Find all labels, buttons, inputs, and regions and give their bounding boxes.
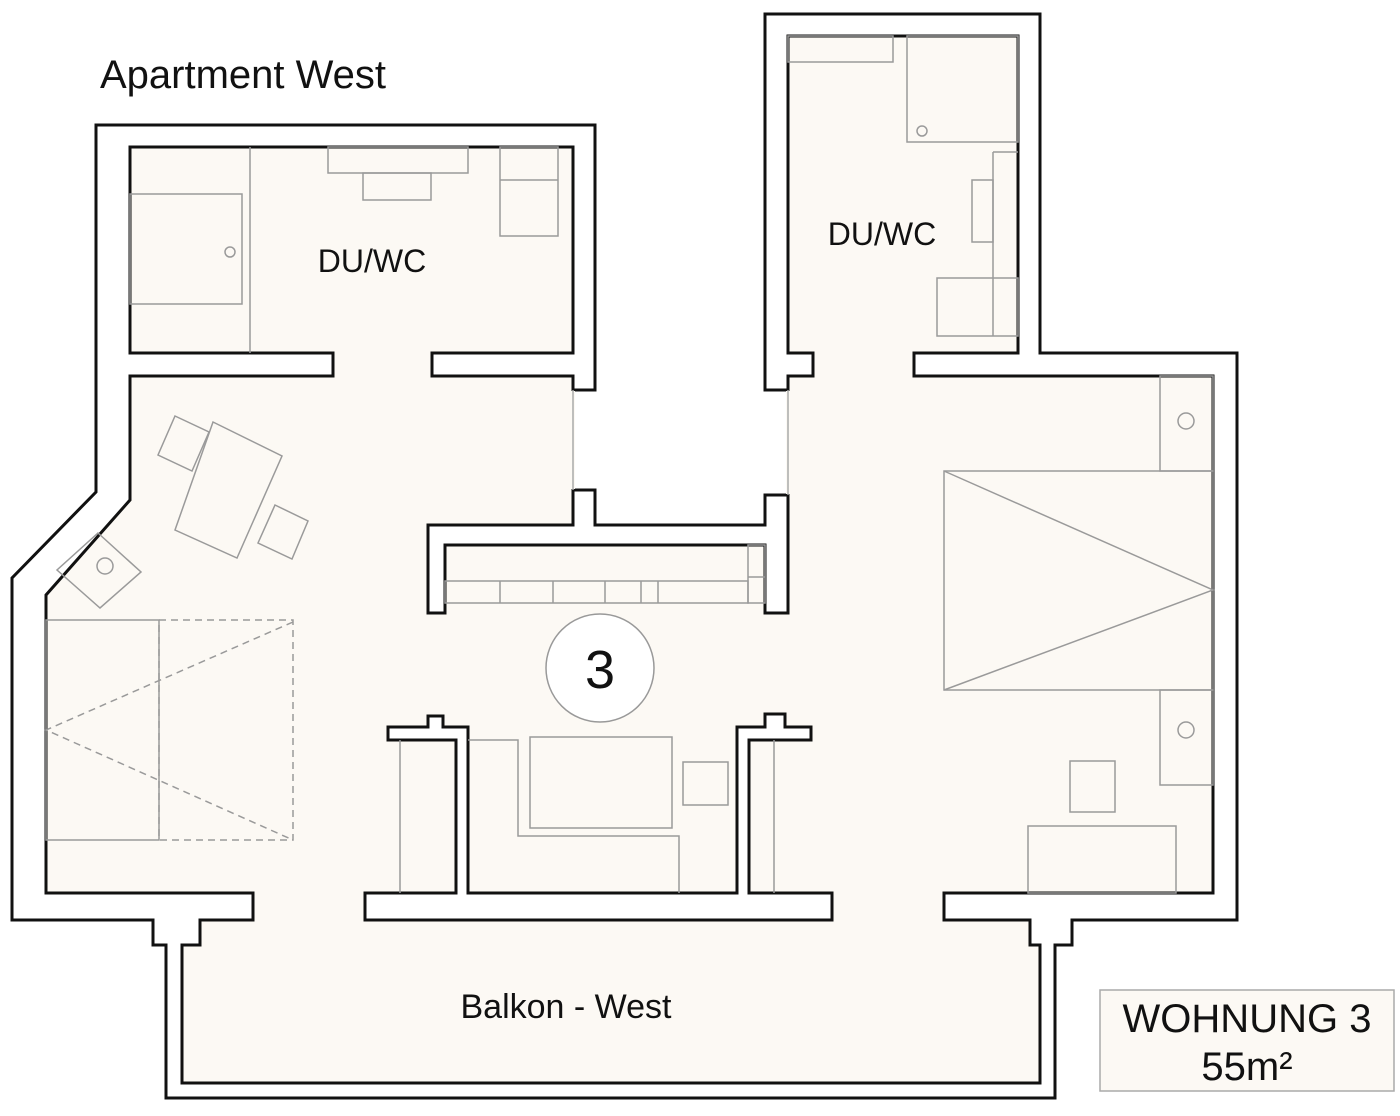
dining-table <box>174 420 283 559</box>
living-furniture <box>44 414 775 893</box>
unit-info-box <box>1099 989 1395 1092</box>
corner-stove <box>55 531 143 609</box>
right-bath-fixtures <box>787 35 1019 337</box>
nightstand <box>1159 375 1214 472</box>
lamp-icon <box>1177 721 1195 739</box>
interior-floor <box>44 34 1215 1085</box>
sink <box>362 172 432 201</box>
chair <box>157 414 210 473</box>
room-label-bath-left: DU/WC <box>318 243 426 279</box>
balcony-partition-wall <box>363 712 834 922</box>
bedroom-furniture <box>943 375 1215 894</box>
stool <box>682 761 729 806</box>
unit-marker: 3 <box>585 640 615 700</box>
lamp-icon <box>1177 412 1195 430</box>
shower-tray <box>129 193 243 305</box>
nightstand <box>1159 689 1214 786</box>
double-bed <box>943 470 1214 691</box>
left-bath-fixtures <box>129 146 559 353</box>
drain-icon <box>916 125 928 137</box>
chair <box>1069 760 1116 813</box>
shower-tray <box>906 35 1019 143</box>
drain-icon <box>224 246 236 258</box>
desk <box>529 736 673 829</box>
toilet <box>499 146 559 237</box>
chair <box>257 503 309 561</box>
desk <box>1027 825 1177 894</box>
unit-name: WOHNUNG 3 <box>1123 997 1372 1041</box>
unit-marker-circle <box>545 613 655 723</box>
room-label-balcony: Balkon - West <box>460 988 672 1026</box>
room-label-bath-right: DU/WC <box>828 216 936 252</box>
page-title: Apartment West <box>100 53 386 97</box>
toilet <box>936 277 1019 337</box>
unit-area: 55m² <box>1201 1045 1292 1089</box>
